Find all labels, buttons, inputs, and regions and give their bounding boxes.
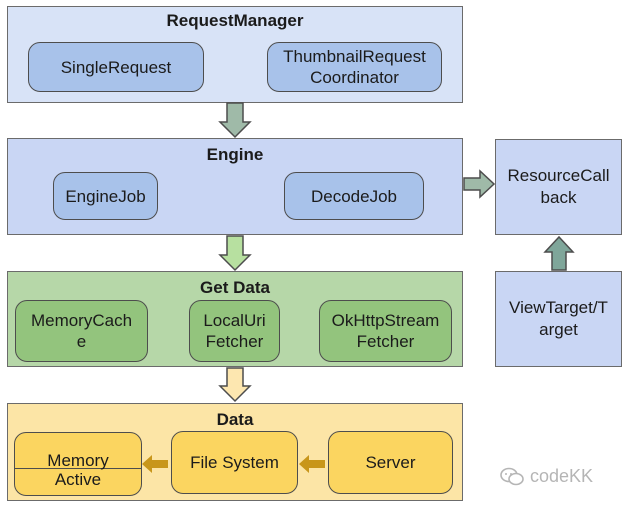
thumbnail-request-coordinator-label: ThumbnailRequest Coordinator [283,47,426,87]
engine-job-label: EngineJob [65,186,146,206]
decode-job-label: DecodeJob [310,186,397,206]
memory-cache-node: MemoryCach e [15,300,148,362]
arrow-request-to-engine [218,102,252,139]
arrow-engine-to-resourcecallback [463,169,496,199]
resource-callback-box: ResourceCall back [495,139,622,235]
request-manager-panel: RequestManager SingleRequest ThumbnailRe… [7,6,463,103]
engine-job-node: EngineJob [53,172,158,220]
watermark: codeKK [500,466,593,487]
engine-title: Engine [206,145,264,164]
watermark-text: codeKK [530,466,594,486]
data-panel: Data Memory Active File System Server [7,403,463,501]
view-target-label: ViewTarget/T arget [509,298,608,339]
local-uri-fetcher-label: LocalUri Fetcher [203,311,266,351]
view-target-box: ViewTarget/T arget [495,271,622,367]
memory-active-node: Memory Active [14,432,142,496]
arrow-filesystem-to-memory [142,455,168,473]
resource-callback-label: ResourceCall back [507,166,610,207]
get-data-title: Get Data [200,278,270,297]
engine-panel: Engine EngineJob DecodeJob [7,138,463,235]
thumbnail-request-coordinator-node: ThumbnailRequest Coordinator [267,42,442,92]
memory-active-divider [15,468,141,469]
wechat-icon [500,467,524,485]
okhttp-stream-fetcher-node: OkHttpStream Fetcher [319,300,452,362]
local-uri-fetcher-node: LocalUri Fetcher [189,300,280,362]
single-request-label: SingleRequest [60,57,172,77]
decode-job-node: DecodeJob [284,172,424,220]
arrow-server-to-filesystem [299,455,325,473]
data-title: Data [216,410,254,429]
okhttp-stream-fetcher-label: OkHttpStream Fetcher [331,311,440,351]
single-request-node: SingleRequest [28,42,204,92]
arrow-engine-to-getdata [218,235,252,272]
active-label: Active [54,470,102,489]
memory-cache-label: MemoryCach e [30,311,133,351]
server-label: Server [365,453,416,472]
file-system-node: File System [171,431,298,494]
file-system-label: File System [190,453,279,472]
memory-label: Memory [47,451,109,470]
server-node: Server [328,431,453,494]
request-manager-title: RequestManager [166,11,304,30]
arrow-viewtarget-to-resourcecallback [543,235,575,271]
get-data-panel: Get Data MemoryCach e LocalUri Fetcher O… [7,271,463,367]
arrow-getdata-to-data [218,367,252,403]
